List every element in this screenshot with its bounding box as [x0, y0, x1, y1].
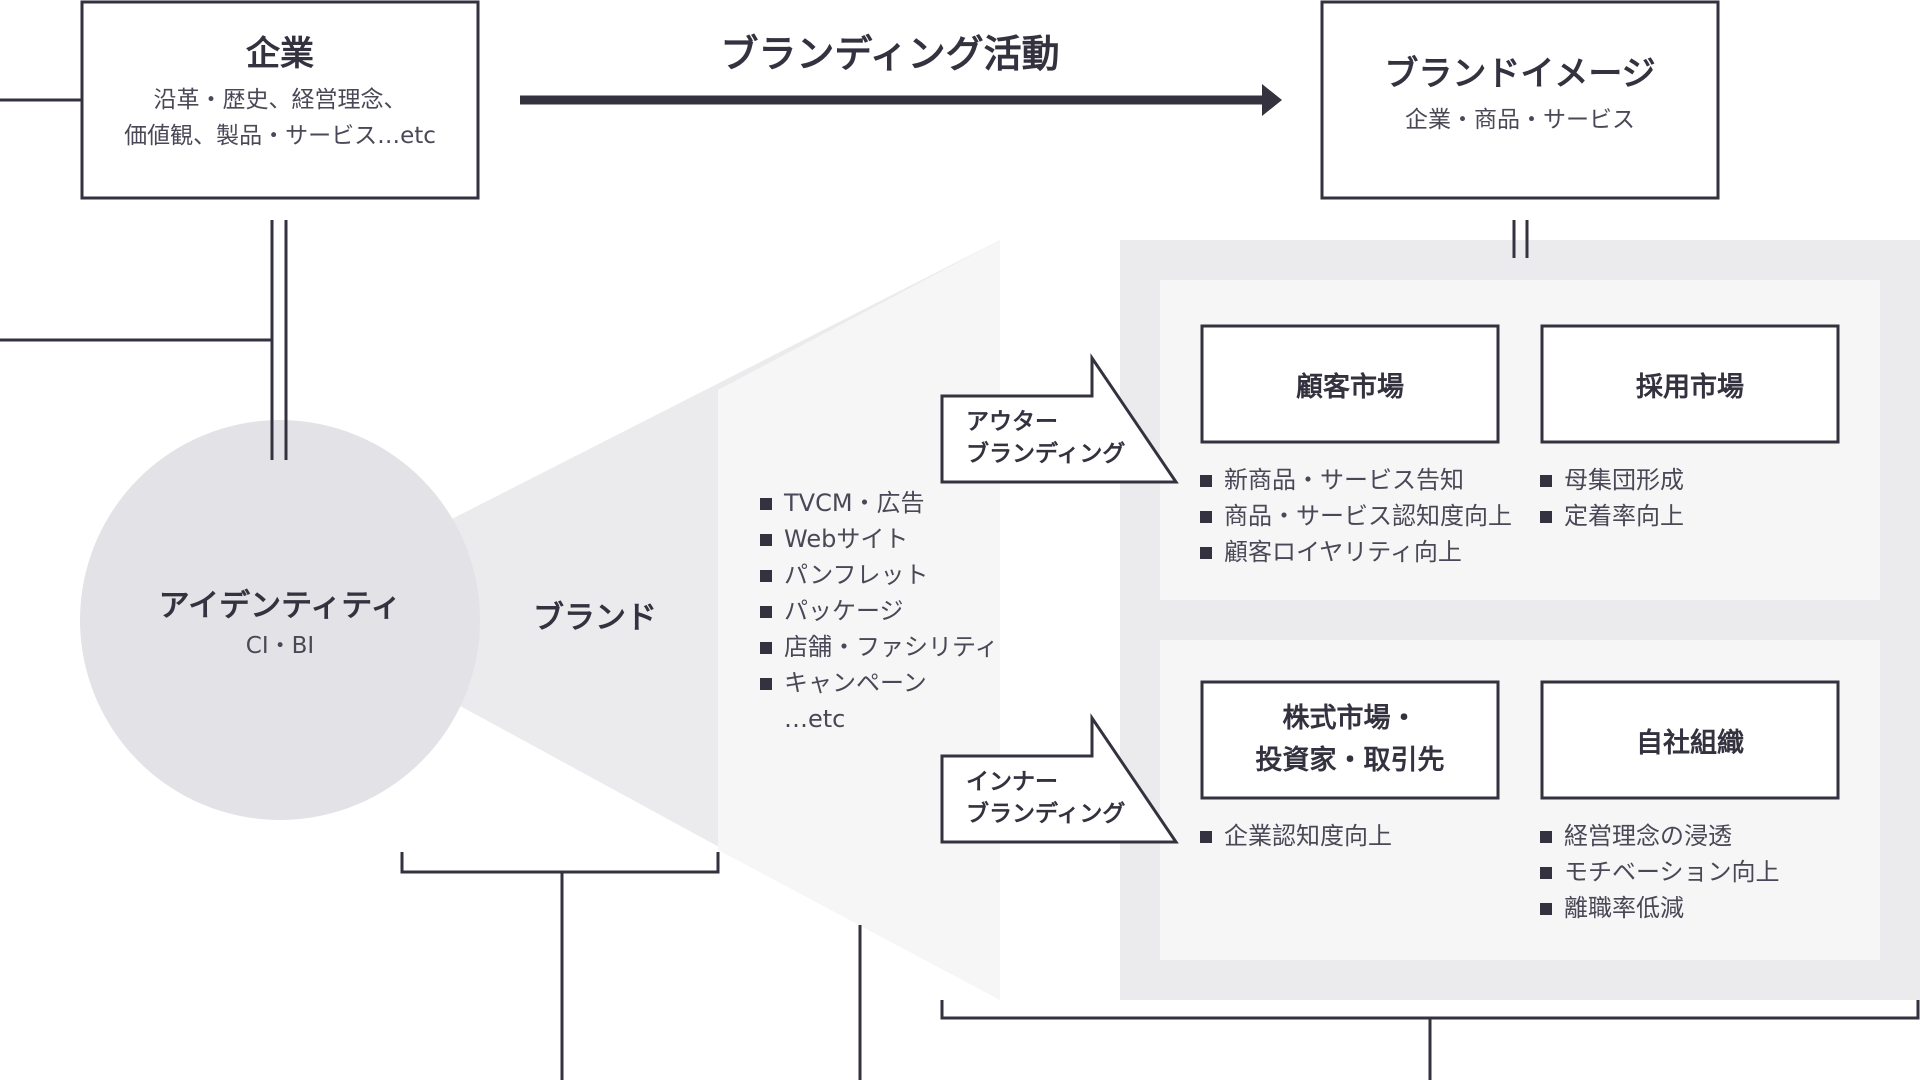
organization-box: [1540, 680, 1840, 800]
list-item: 顧客ロイヤリティ向上: [1200, 534, 1512, 570]
customer-market-title: 顧客市場: [1296, 371, 1404, 403]
list-item: キャンペーン: [760, 665, 999, 701]
brand-image-title: ブランドイメージ: [1384, 54, 1656, 94]
outer-branding-line-2: ブランディング: [966, 441, 1126, 467]
organization-title: 自社組織: [1636, 727, 1744, 759]
list-item: 定着率向上: [1540, 498, 1684, 534]
outer-branding-line-1: アウター: [966, 409, 1058, 435]
list-item: 母集団形成: [1540, 462, 1684, 498]
list-item: パッケージ: [760, 593, 999, 629]
company-title: 企業: [246, 34, 314, 74]
identity-title: アイデンティティ: [158, 588, 402, 624]
activity-arrow-head: [1262, 84, 1282, 116]
list-item: 店舗・ファシリティ: [760, 629, 999, 665]
list-item: パンフレット: [760, 557, 999, 593]
company-box: [80, 0, 480, 200]
outer-branding-label: アウター ブランディング: [966, 406, 1125, 470]
investor-market-box: [1200, 680, 1500, 800]
company-sub-line-2: 価値観、製品・サービス…etc: [124, 123, 436, 149]
brand-cone-inner: [718, 240, 1000, 1000]
list-item: 商品・サービス認知度向上: [1200, 498, 1512, 534]
list-item: Webサイト: [760, 521, 999, 557]
company-text: 企業 沿革・歴史、経営理念、 価値観、製品・サービス…etc: [82, 30, 478, 154]
identity-text: アイデンティティ CI・BI: [80, 584, 480, 664]
channel-list: TVCM・広告 Webサイト パンフレット パッケージ 店舗・ファシリティ キャ…: [760, 485, 999, 737]
recruit-market-box: [1540, 324, 1840, 444]
list-item: モチベーション向上: [1540, 854, 1780, 890]
investor-market-title: 株式市場・ 投資家・取引先: [1202, 698, 1498, 782]
brand-label: ブランド: [533, 600, 657, 636]
inner-branding-label: インナー ブランディング: [966, 766, 1125, 830]
outer-branding-tag: [940, 353, 1179, 484]
list-item: 離職率低減: [1540, 890, 1780, 926]
identity-sub: CI・BI: [245, 633, 315, 659]
inner-branding-tag: [940, 713, 1179, 844]
investor-title-line-1: 株式市場・: [1282, 703, 1418, 734]
organization-goals: 経営理念の浸透 モチベーション向上 離職率低減: [1540, 818, 1780, 926]
list-item: 経営理念の浸透: [1540, 818, 1780, 854]
brand-bracket: [400, 852, 720, 874]
investor-market-goals: 企業認知度向上: [1200, 818, 1392, 854]
inner-branding-line-2: ブランディング: [966, 801, 1126, 827]
inner-branding-line-1: インナー: [966, 769, 1058, 795]
customer-market-goals: 新商品・サービス告知 商品・サービス認知度向上 顧客ロイヤリティ向上: [1200, 462, 1512, 570]
customer-market-box: [1200, 324, 1500, 444]
recruit-market-goals: 母集団形成 定着率向上: [1540, 462, 1684, 534]
brand-image-box: [1320, 0, 1720, 200]
investor-title-line-2: 投資家・取引先: [1255, 745, 1445, 776]
company-sub-line-1: 沿革・歴史、経営理念、: [153, 87, 407, 113]
activity-label: ブランディング活動: [720, 32, 1060, 76]
list-item: 企業認知度向上: [1200, 818, 1392, 854]
list-item: TVCM・広告: [760, 485, 999, 521]
identity-circle: [80, 420, 480, 820]
markets-bracket: [940, 1000, 1920, 1020]
brand-image-text: ブランドイメージ 企業・商品・サービス: [1322, 50, 1718, 138]
recruit-market-title: 採用市場: [1636, 371, 1744, 403]
brand-image-sub: 企業・商品・サービス: [1405, 107, 1635, 133]
channel-etc: …etc: [784, 705, 846, 733]
list-item: 新商品・サービス告知: [1200, 462, 1512, 498]
